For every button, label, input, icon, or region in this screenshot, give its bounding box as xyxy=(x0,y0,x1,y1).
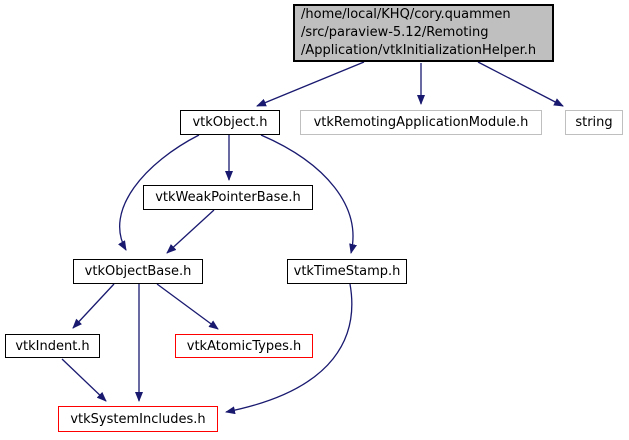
node-label: vtkObjectBase.h xyxy=(84,264,192,279)
node-label: vtkIndent.h xyxy=(15,338,90,354)
node-label: string xyxy=(575,115,613,130)
node-vtkatomictypes-h[interactable]: vtkAtomicTypes.h xyxy=(175,334,313,358)
edge-vtkindent-to-vtksystemincludes xyxy=(61,358,107,402)
edge-vtktimestamp-to-vtksystemincludes xyxy=(225,283,353,415)
node-main-line-1: /home/local/KHQ/cory.quammen xyxy=(301,7,511,22)
edge-vtkobject-to-vtkobjectbase xyxy=(118,134,200,251)
node-string: string xyxy=(565,110,623,135)
node-vtkobjectbase-h[interactable]: vtkObjectBase.h xyxy=(73,259,203,284)
edge-main-to-string xyxy=(477,61,564,107)
edge-vtkobjectbase-to-vtkatomictypes xyxy=(156,283,219,330)
node-label: vtkTimeStamp.h xyxy=(293,264,401,279)
edge-vtkweakpointerbase-to-vtkobjectbase xyxy=(166,209,215,254)
node-main-line-2: /src/paraview-5.12/Remoting xyxy=(301,25,489,40)
edge-main-to-vtkobject xyxy=(256,61,365,107)
node-vtkinitializationhelper-h: /home/local/KHQ/cory.quammen /src/paravi… xyxy=(293,4,554,62)
node-vtkobject-h[interactable]: vtkObject.h xyxy=(180,110,280,135)
node-vtktimestamp-h[interactable]: vtkTimeStamp.h xyxy=(287,259,407,284)
node-label: vtkWeakPointerBase.h xyxy=(155,190,301,205)
node-vtksystemincludes-h[interactable]: vtkSystemIncludes.h xyxy=(58,406,218,432)
node-label: vtkObject.h xyxy=(192,115,268,130)
node-label: vtkRemotingApplicationModule.h xyxy=(313,115,529,130)
node-main-line-3: /Application/vtkInitializationHelper.h xyxy=(301,43,537,58)
node-label: vtkSystemIncludes.h xyxy=(70,411,206,427)
node-vtkremotingapplicationmodule-h: vtkRemotingApplicationModule.h xyxy=(300,110,542,135)
edge-vtkobject-to-vtktimestamp xyxy=(260,134,357,254)
node-label: vtkAtomicTypes.h xyxy=(186,338,302,354)
edge-vtkobjectbase-to-vtkindent xyxy=(72,283,115,329)
node-vtkweakpointerbase-h[interactable]: vtkWeakPointerBase.h xyxy=(143,185,313,210)
node-vtkindent-h[interactable]: vtkIndent.h xyxy=(5,334,100,358)
